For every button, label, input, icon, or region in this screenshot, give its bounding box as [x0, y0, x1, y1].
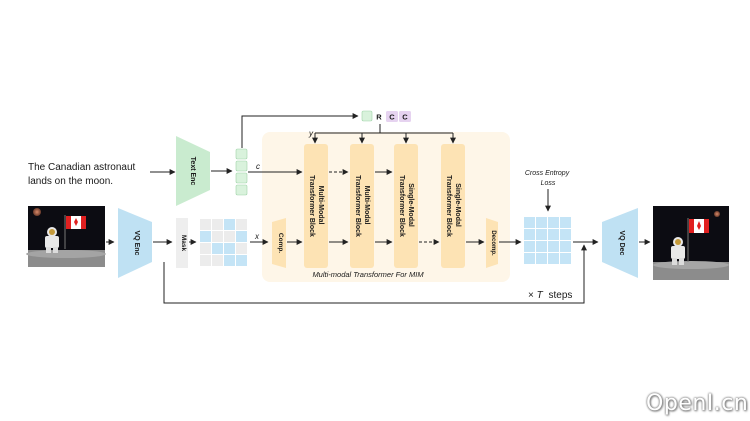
astronaut-moon-output-image [653, 206, 729, 280]
svg-text:Single-Modal Transformer: Single-Modal Transformer Block [445, 175, 461, 237]
transformer-panel-label: Multi-modal Transformer For MIM [312, 270, 424, 279]
svg-text:Comp.: Comp. [277, 233, 284, 253]
vq-encoder-label: VQ Enc [133, 231, 140, 256]
token-c2: C [402, 113, 408, 122]
vq-encoder [118, 208, 152, 278]
steps-label: × T steps [528, 290, 572, 301]
transformer-block-4: Single-Modal Transformer Block [441, 144, 465, 268]
mask-module: Mask [176, 218, 188, 268]
text-tokens [235, 148, 248, 196]
var-y: y [308, 129, 314, 138]
var-c: c [256, 162, 260, 171]
token-r: R [376, 113, 382, 122]
var-x: x [254, 232, 260, 241]
input-caption: The Canadian astronaut lands on the moon… [28, 162, 138, 187]
svg-text:Decomp.: Decomp. [490, 230, 496, 256]
astronaut-moon-image [26, 206, 106, 267]
comp-module: Comp. [272, 218, 286, 268]
loss-label: Cross Entropy Loss [525, 170, 571, 187]
watermark: OpenI.cn [646, 391, 749, 416]
condition-tokens: R C C [361, 110, 411, 122]
vq-decoder [602, 208, 638, 278]
svg-text:Mask: Mask [180, 235, 187, 252]
token-c1: C [389, 113, 395, 122]
svg-text:Multi-Modal Transformer: Multi-Modal Transformer Block [308, 175, 324, 237]
text-encoder-label: Text Enc [189, 157, 196, 186]
svg-text:Multi-Modal Transformer: Multi-Modal Transformer Block [354, 175, 370, 237]
transformer-block-2: Multi-Modal Transformer Block [350, 144, 374, 268]
svg-text:Single-Modal Transformer: Single-Modal Transformer Block [398, 175, 414, 237]
transformer-block-3: Single-Modal Transformer Block [394, 144, 418, 268]
decomp-module: Decomp. [486, 218, 498, 268]
output-patch-grid [524, 217, 571, 264]
text-encoder [176, 136, 210, 206]
transformer-panel [262, 132, 510, 282]
vq-decoder-label: VQ Dec [618, 231, 625, 256]
transformer-block-1: Multi-Modal Transformer Block [304, 144, 328, 268]
masked-patch-grid [200, 219, 247, 266]
